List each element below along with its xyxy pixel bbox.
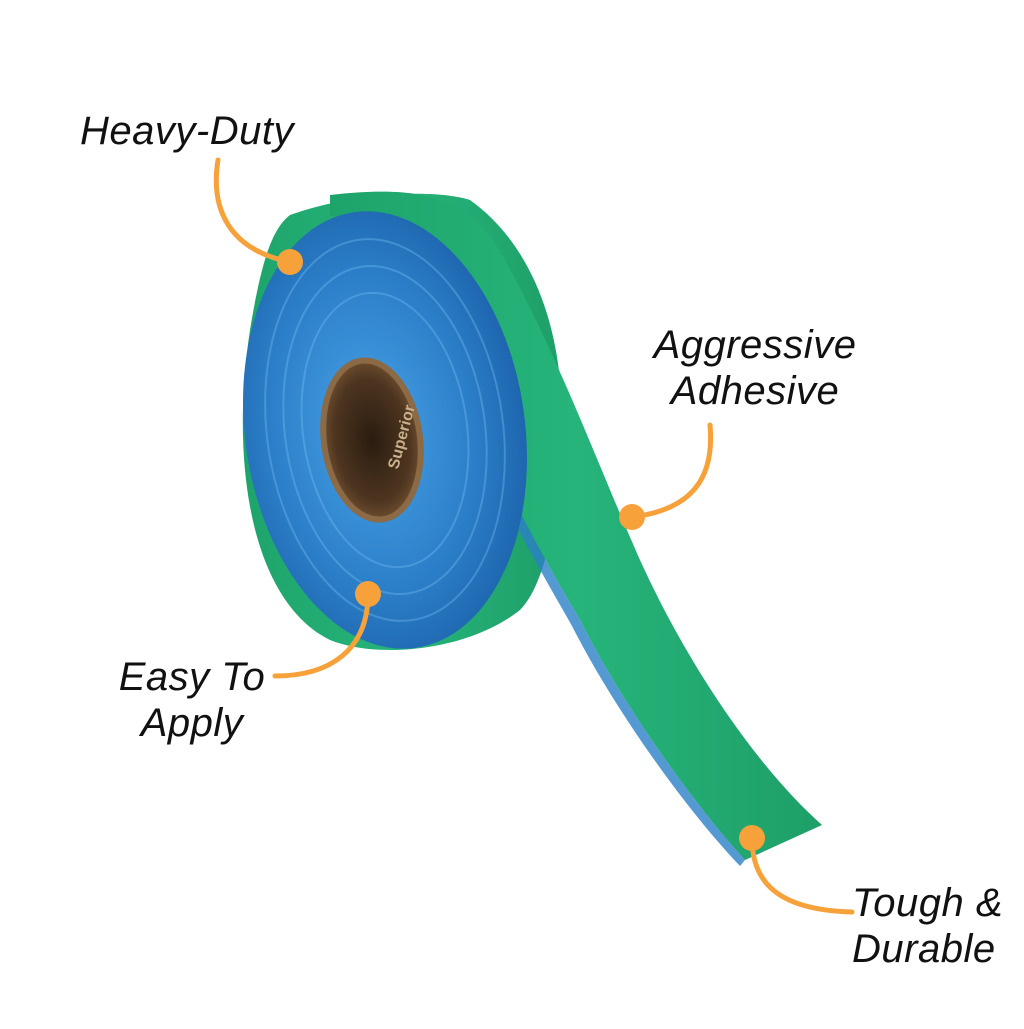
roll-core-rim (320, 357, 424, 523)
callout-line: Heavy-Duty (80, 109, 294, 153)
dot-heavy-duty (277, 249, 303, 275)
dot-easy-to-apply (355, 581, 381, 607)
callout-easy-to-apply: Easy To Apply (112, 654, 272, 746)
leader-easy-to-apply (272, 591, 371, 679)
tape-strip (330, 191, 822, 860)
roll-ripples (264, 238, 506, 622)
leader-tough-durable (749, 835, 855, 915)
dot-tough-durable (739, 825, 765, 851)
callout-line: Easy To (118, 655, 266, 699)
callout-line: Aggressive (653, 323, 857, 367)
dot-aggressive-adhesive (619, 504, 645, 530)
callout-line: Tough & (852, 881, 1004, 925)
callout-line: Adhesive (670, 369, 840, 413)
callout-dots (277, 249, 765, 851)
leader-heavy-duty (213, 157, 293, 265)
leader-aggressive-adhesive (629, 422, 714, 520)
callout-aggressive-adhesive: Aggressive Adhesive (650, 322, 860, 414)
callout-line: Apply (140, 701, 244, 745)
callout-heavy-duty: Heavy-Duty (80, 108, 294, 154)
callout-tough-durable: Tough & Durable (852, 880, 1022, 972)
callout-leaders (213, 157, 855, 915)
callout-line: Durable (852, 927, 996, 971)
roll-core (323, 360, 421, 520)
